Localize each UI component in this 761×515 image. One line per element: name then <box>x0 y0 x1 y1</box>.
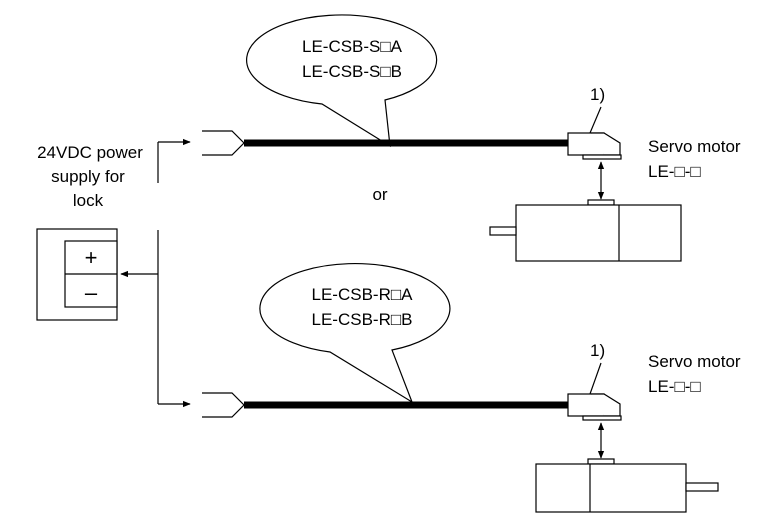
or-label: or <box>372 185 387 204</box>
minus-terminal: – <box>85 280 98 305</box>
wiring-bus <box>120 138 191 408</box>
bottom-cable-plug <box>202 392 245 418</box>
power-supply-label-line-3: lock <box>73 191 104 210</box>
bottom-servo-motor <box>535 458 719 513</box>
power-supply-label-line-2: supply for <box>51 167 125 186</box>
top-motor-model: LE-□-□ <box>648 162 701 181</box>
top-callout-model-a: LE-CSB-S□A <box>302 37 403 56</box>
top-callout-model-b: LE-CSB-S□B <box>302 62 402 81</box>
bottom-motor-label: Servo motor <box>648 352 741 371</box>
power-supply-box: + – <box>36 228 118 321</box>
bottom-ref-number: 1) <box>590 341 605 360</box>
bottom-ref-leader <box>589 362 602 395</box>
top-cable-connector <box>567 132 622 160</box>
top-cable-plug <box>202 130 245 156</box>
bottom-callout-bubble <box>259 262 451 404</box>
top-ref-number: 1) <box>590 85 605 104</box>
top-motor-label: Servo motor <box>648 137 741 156</box>
bottom-callout-model-b: LE-CSB-R□B <box>312 310 413 329</box>
power-supply-label-line-1: 24VDC power <box>37 143 143 162</box>
plus-terminal: + <box>85 245 98 270</box>
bottom-callout-model-a: LE-CSB-R□A <box>312 285 414 304</box>
top-ref-leader <box>589 106 602 134</box>
top-servo-motor <box>489 199 682 262</box>
bottom-cable-connector <box>567 393 622 421</box>
top-callout-bubble <box>246 14 438 148</box>
bottom-motor-model: LE-□-□ <box>648 377 701 396</box>
